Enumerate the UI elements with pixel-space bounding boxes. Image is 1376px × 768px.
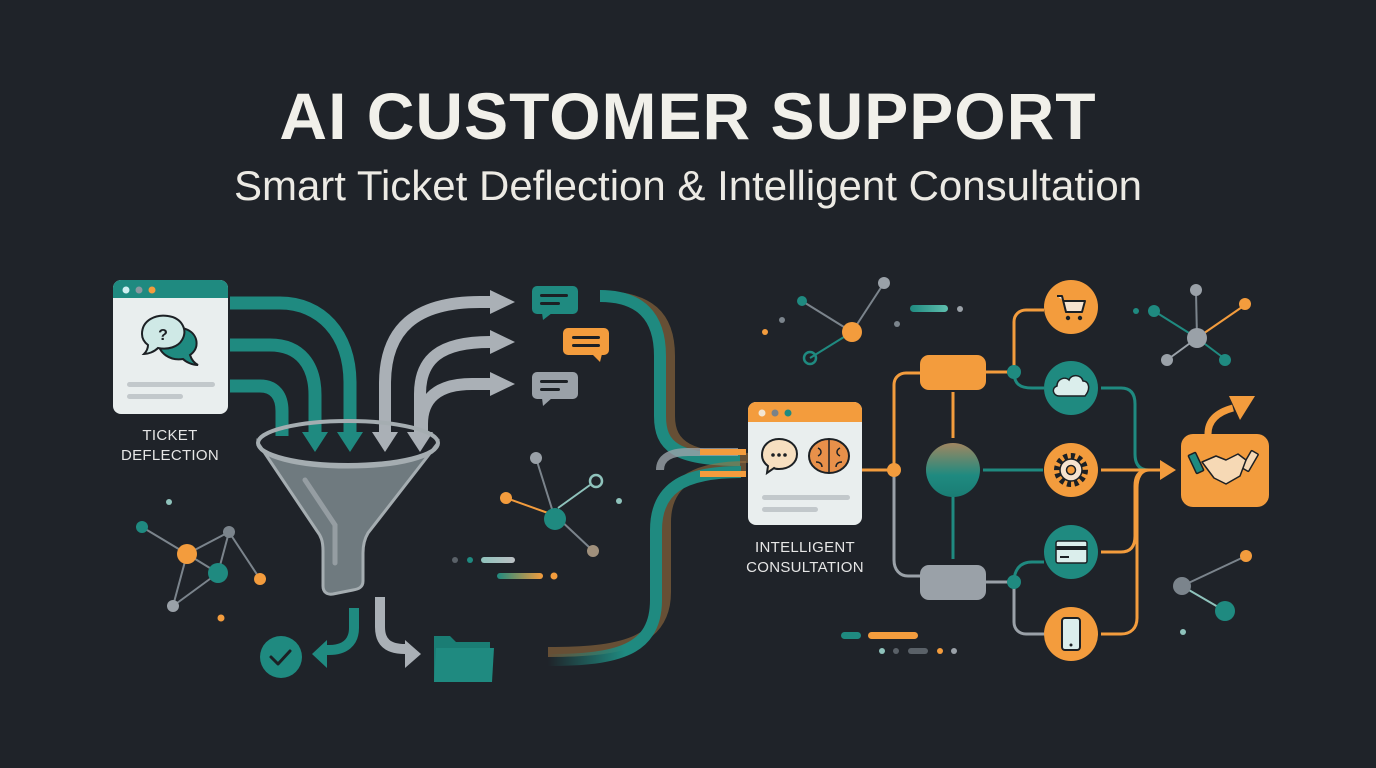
ai-hub-node [926,443,980,497]
decorative-node-cluster-center [452,452,622,580]
smartphone-icon [1044,607,1098,661]
folder-icon [434,636,494,682]
brain-icon [808,438,850,474]
question-chat-bubbles-icon: ? [140,314,199,366]
router-node-top [920,355,986,390]
decorative-node-cluster-top-right [762,277,963,366]
label-line: INTELLIGENT [755,539,855,556]
intelligent-consultation-label: INTELLIGENT CONSULTATION [735,538,875,578]
label-line: TICKET [142,427,198,444]
shopping-cart-icon [1044,280,1098,334]
archived-arrow [375,597,421,668]
label-line: CONSULTATION [746,559,864,576]
deflected-ticket-arrows [379,296,491,434]
decorative-node-cluster-left [136,499,266,622]
cloud-icon [1044,361,1098,415]
gray-chat-icon [532,372,578,406]
gear-icon [1044,443,1098,497]
decorative-node-cluster-far-right-top [1133,284,1251,366]
teal-chat-icon [532,286,578,320]
ticket-deflection-window: ? [113,280,228,414]
credit-card-icon [1044,525,1098,579]
flow-connector [547,290,751,666]
label-line: DEFLECTION [120,447,219,464]
intelligent-consultation-window [748,402,862,525]
check-icon [260,636,302,678]
decorative-bars-bottom [841,632,957,654]
resolved-arrow [312,608,359,668]
orange-chat-icon [563,328,609,362]
page-subtitle: Smart Ticket Deflection & Intelligent Co… [233,162,1143,209]
funnel-icon [256,419,440,596]
page-title: AI CUSTOMER SUPPORT [279,79,1097,153]
chat-dots-icon [760,437,799,476]
svg-text:?: ? [158,327,168,344]
incoming-ticket-arrows [230,296,357,436]
handshake-icon [1181,396,1269,507]
router-node-bottom [920,565,986,600]
decorative-node-cluster-far-right-bottom [1173,550,1252,635]
ticket-deflection-label: TICKET DEFLECTION [100,426,240,466]
